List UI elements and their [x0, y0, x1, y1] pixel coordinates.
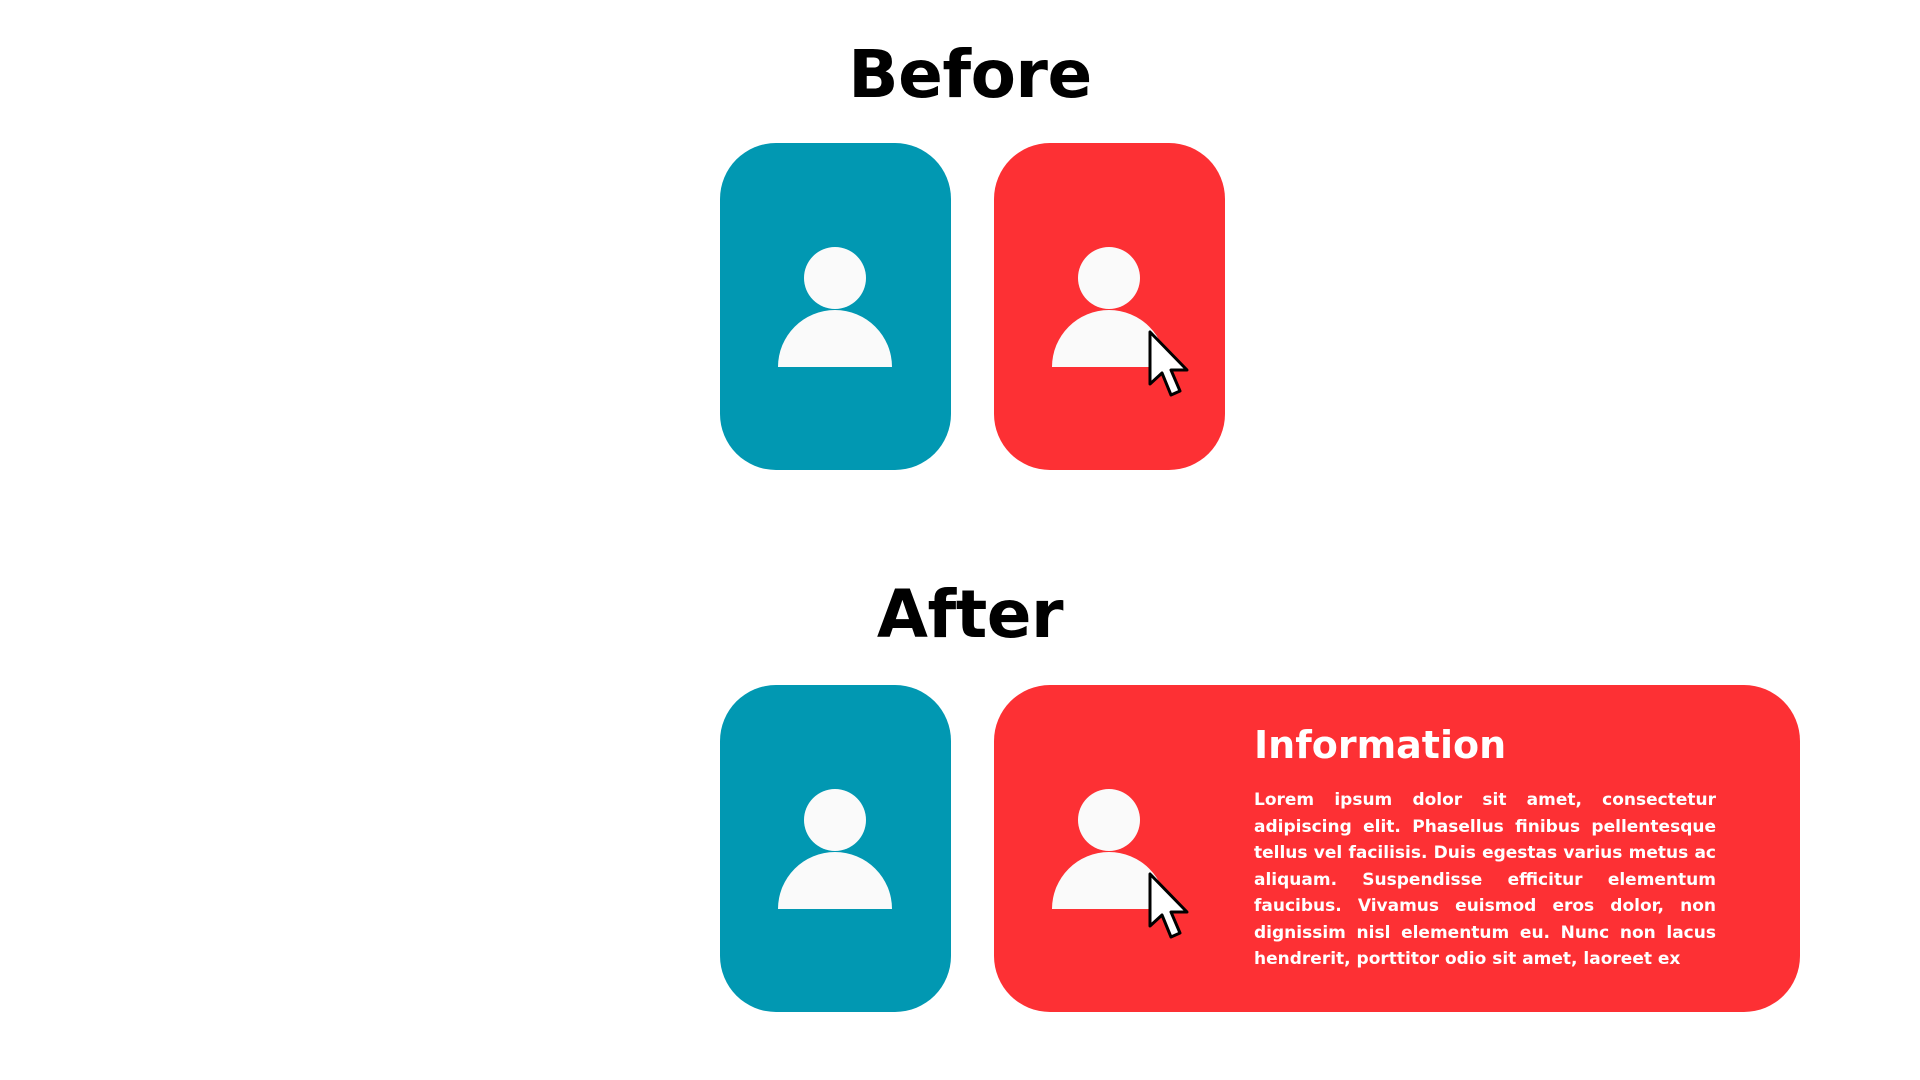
user-card-red-before[interactable]: [994, 143, 1225, 470]
user-card-red-expanded[interactable]: Information Lorem ipsum dolor sit amet, …: [994, 685, 1800, 1012]
after-heading: After: [876, 576, 1064, 653]
info-card-title: Information: [1254, 723, 1507, 767]
before-heading: Before: [848, 36, 1092, 113]
user-card-teal-after[interactable]: [720, 685, 951, 1012]
info-card-body: Lorem ipsum dolor sit amet, consectetur …: [1254, 790, 1716, 969]
user-icon: [778, 247, 892, 367]
user-icon: [778, 789, 892, 909]
user-icon: [1052, 789, 1166, 909]
user-icon: [1052, 247, 1166, 367]
user-card-teal-before[interactable]: [720, 143, 951, 470]
